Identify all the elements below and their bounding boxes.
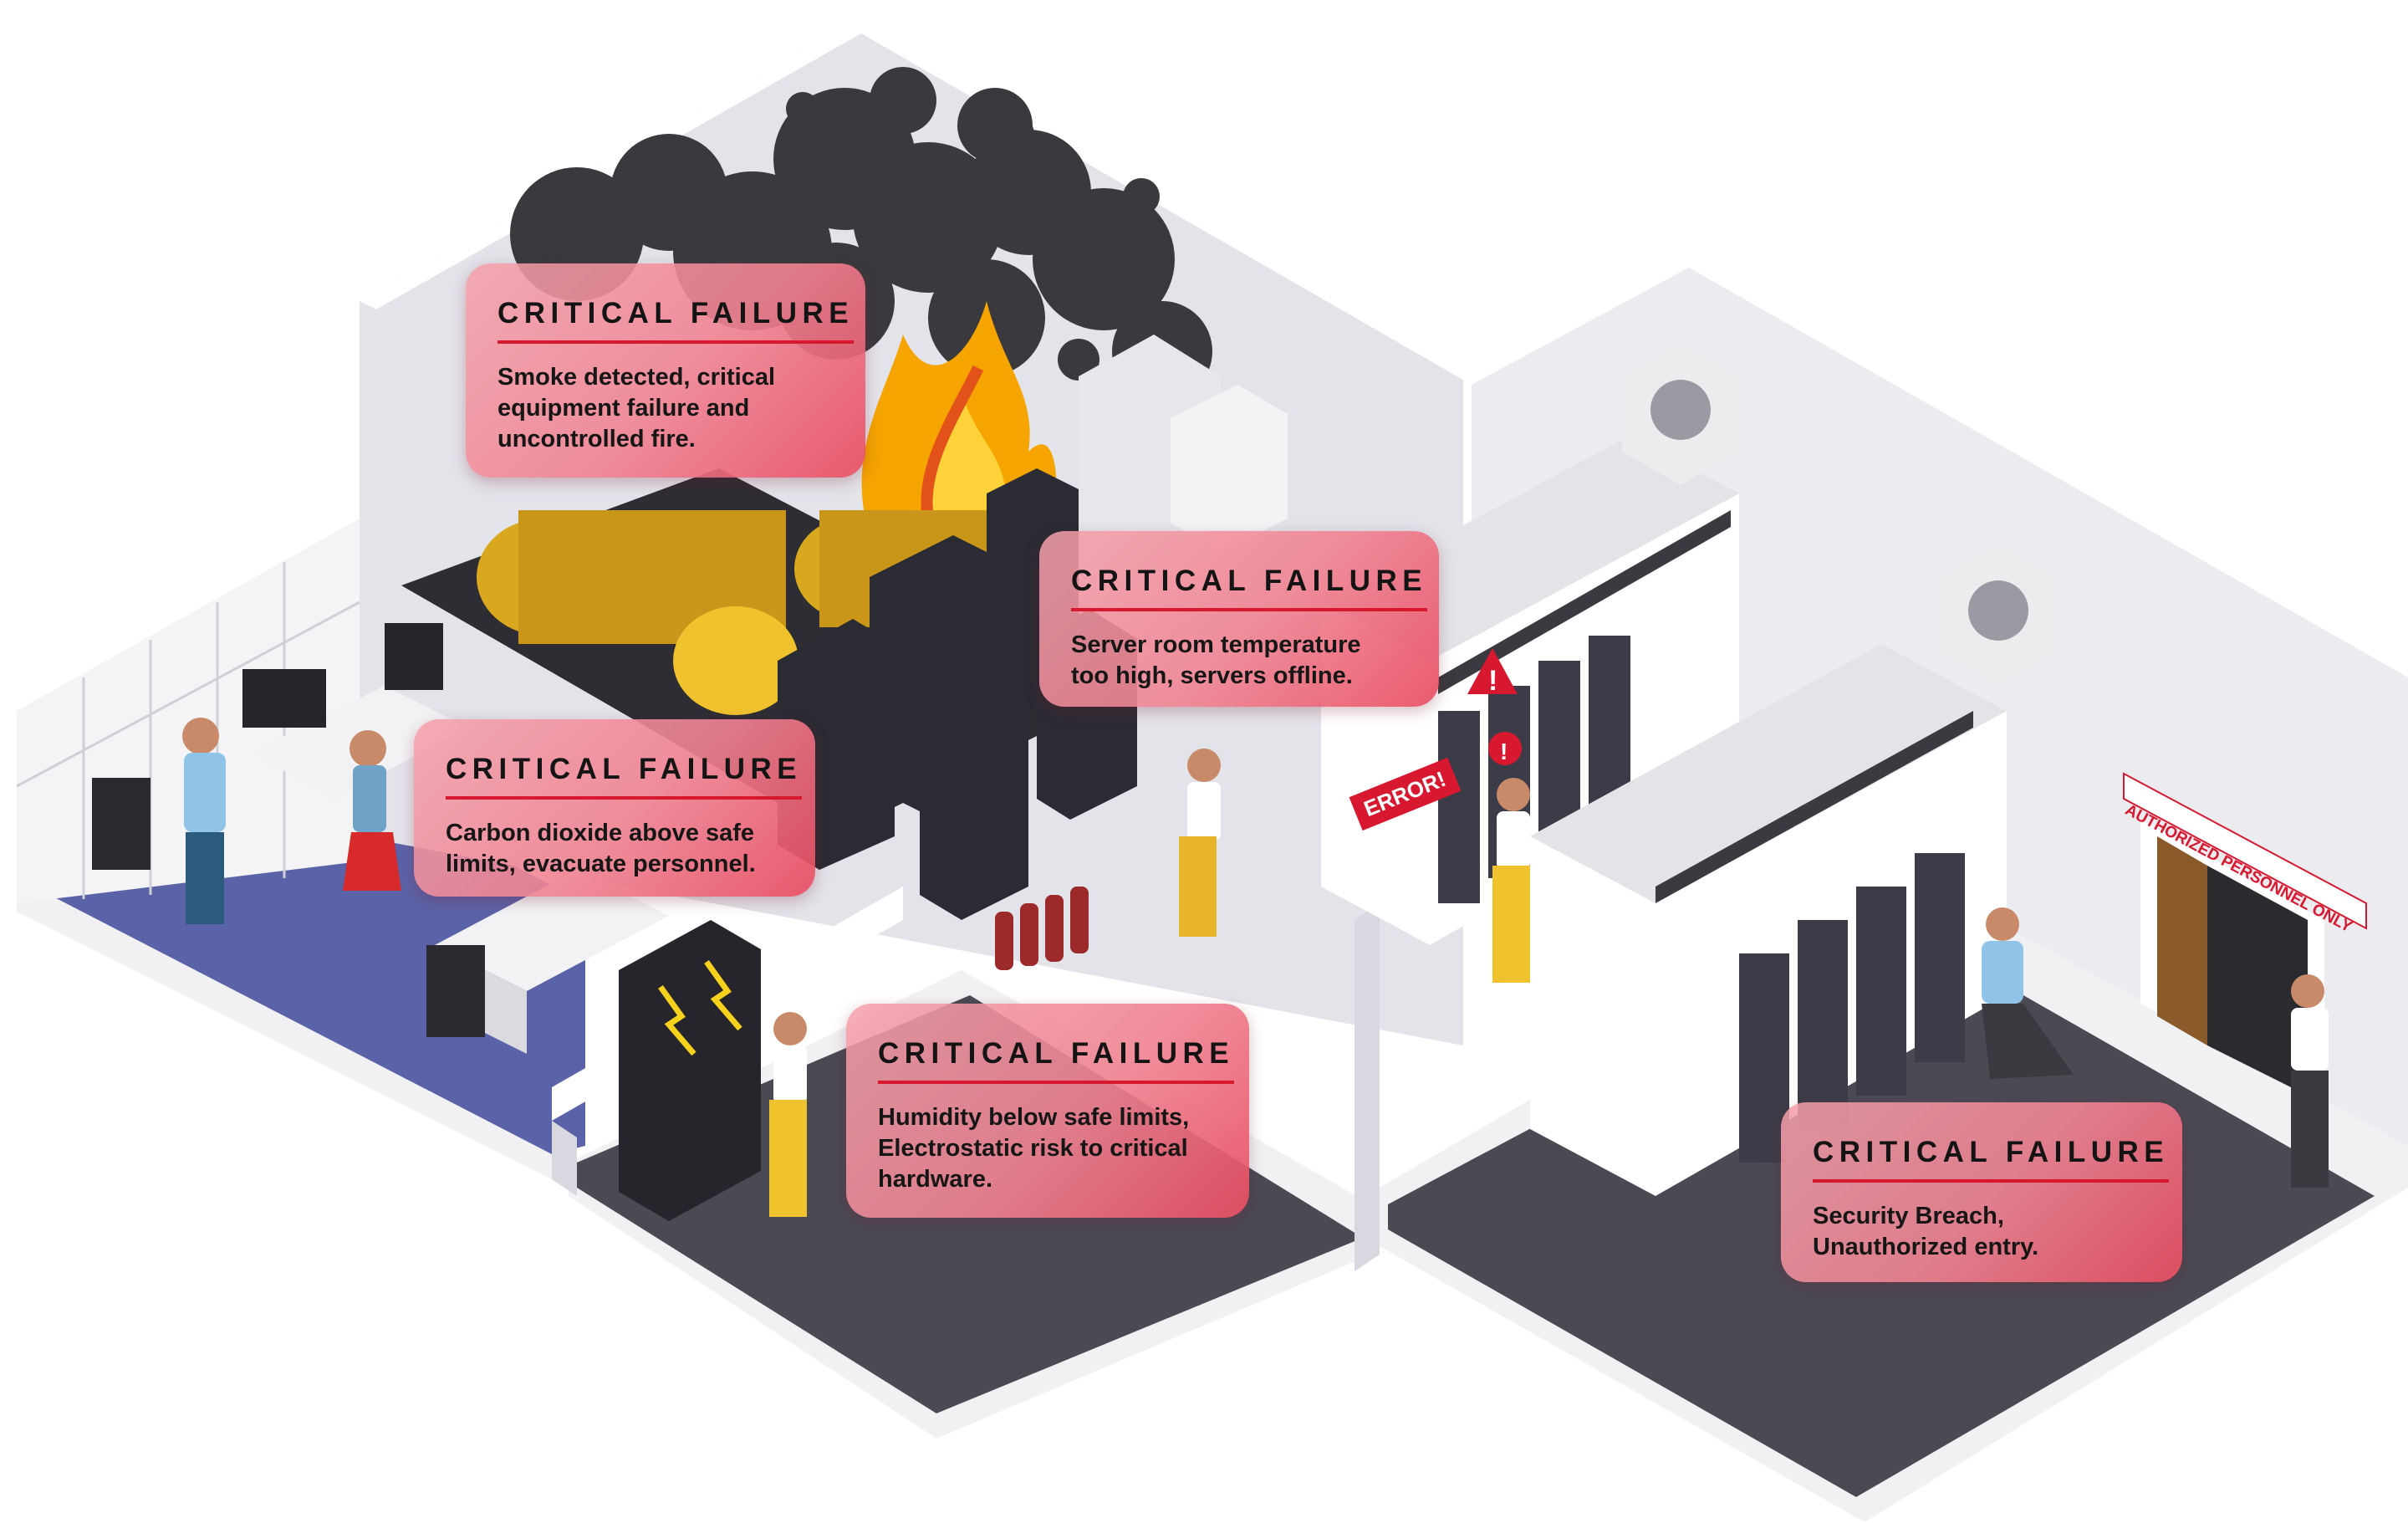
callout-fire: CRITICAL FAILURE Smoke detected, critica… — [466, 263, 865, 478]
person-office-woman — [343, 730, 401, 891]
callout-heading: CRITICAL FAILURE — [878, 1037, 1235, 1084]
callout-text: Security Breach, Unauthorized entry. — [1813, 1203, 2039, 1260]
person-intruder — [1982, 907, 2074, 1079]
person-technician-2 — [1492, 778, 1530, 983]
callout-humidity: CRITICAL FAILURE Humidity below safe lim… — [846, 1004, 1249, 1218]
person-security-guard — [2291, 974, 2329, 1188]
callout-co2: CRITICAL FAILURE Carbon dioxide above sa… — [414, 719, 815, 897]
callout-security: CRITICAL FAILURE Security Breach, Unauth… — [1781, 1102, 2182, 1282]
callout-text: Humidity below safe limits, Electrostati… — [878, 1104, 1190, 1193]
callout-heading: CRITICAL FAILURE — [1071, 565, 1428, 611]
person-technician-1 — [1179, 749, 1221, 937]
office-desks — [92, 623, 761, 1221]
person-office-man — [182, 718, 226, 924]
callout-heading: CRITICAL FAILURE — [497, 297, 855, 344]
callout-text: Server room temperature too high, server… — [1071, 631, 1361, 689]
svg-text:!: ! — [1488, 665, 1497, 697]
callout-heading: CRITICAL FAILURE — [1813, 1136, 2170, 1183]
callout-text: Carbon dioxide above safe limits, evacua… — [446, 820, 756, 877]
person-technician-3 — [769, 1012, 807, 1217]
svg-text:!: ! — [1500, 739, 1508, 764]
callout-text: Smoke detected, critical equipment failu… — [497, 364, 776, 452]
doorway — [2123, 772, 2367, 1104]
callout-temperature: CRITICAL FAILURE Server room temperature… — [1039, 531, 1439, 707]
warning-icons: ! ! — [1467, 648, 1522, 765]
people — [182, 718, 2329, 1217]
fire-extinguishers — [995, 887, 1089, 970]
callout-heading: CRITICAL FAILURE — [446, 753, 803, 800]
